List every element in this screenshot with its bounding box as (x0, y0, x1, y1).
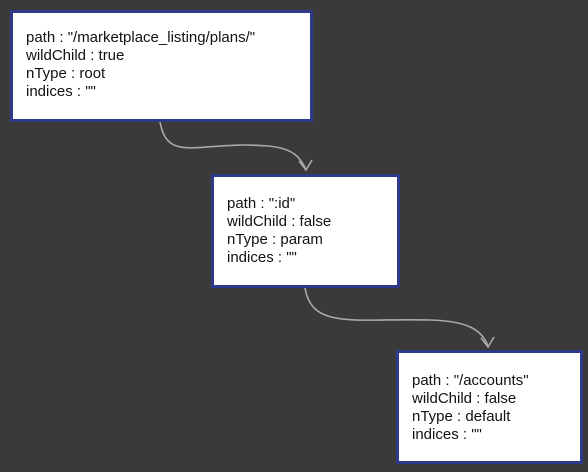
edge-root-to-id (159, 121, 307, 171)
node-id-param: path : ":id" wildChild : false nType : p… (211, 174, 400, 288)
node-ntype: nType : default (412, 408, 511, 425)
node-ntype: nType : param (227, 231, 323, 248)
node-wildchild: wildChild : false (227, 213, 332, 230)
node-path: path : ":id" (227, 195, 296, 212)
node-accounts: path : "/accounts" wildChild : false nTy… (396, 350, 583, 464)
node-indices: indices : "" (227, 249, 297, 266)
node-wildchild: wildChild : false (412, 390, 517, 407)
edge-root-to-id-arrowhead (298, 159, 313, 172)
node-root: path : "/marketplace_listing/plans/" wil… (10, 10, 313, 122)
node-indices: indices : "" (26, 83, 96, 100)
node-indices: indices : "" (412, 426, 482, 443)
edge-id-to-accounts-arrowhead (480, 336, 495, 349)
node-path: path : "/accounts" (412, 372, 529, 389)
edge-id-to-accounts (304, 287, 489, 347)
node-ntype: nType : root (26, 65, 106, 82)
node-wildchild: wildChild : true (26, 47, 125, 64)
node-path: path : "/marketplace_listing/plans/" (26, 29, 256, 46)
